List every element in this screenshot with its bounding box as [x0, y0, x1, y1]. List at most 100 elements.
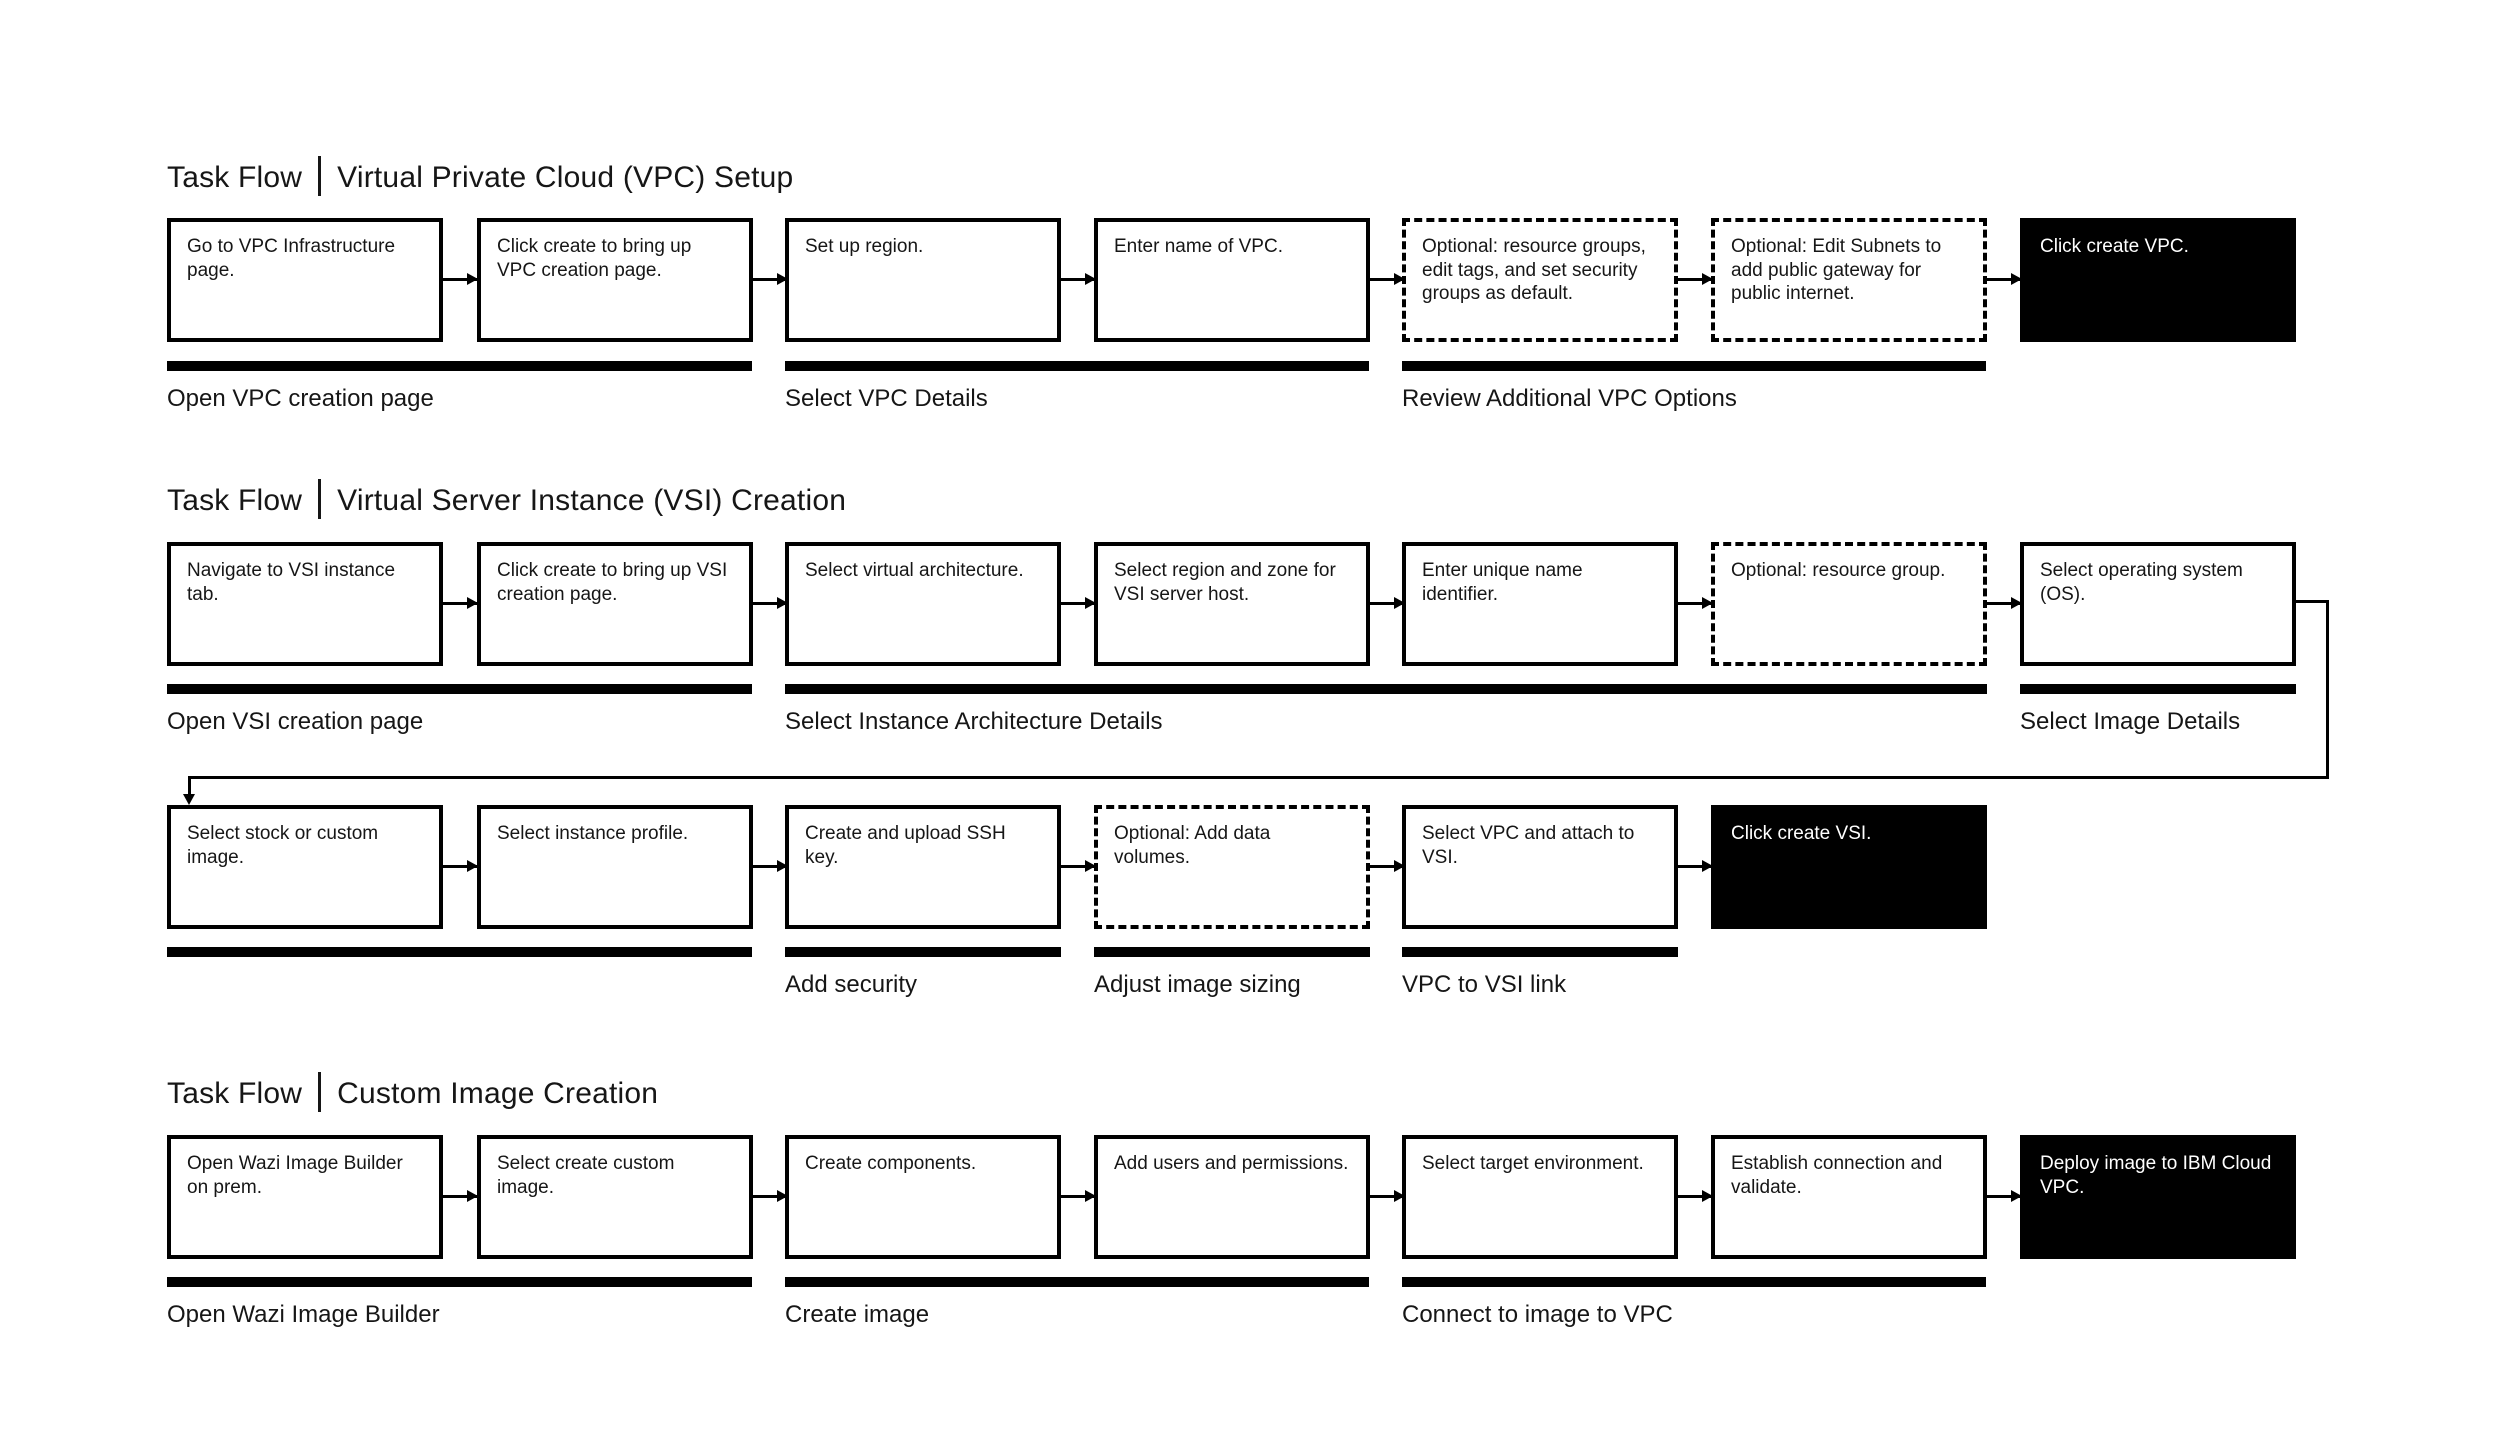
task-step-box-optional: Optional: resource groups, edit tags, an…: [1402, 218, 1678, 342]
connector-line: [188, 776, 191, 796]
connector-arrowhead: [183, 794, 195, 805]
task-step-text: Create components.: [805, 1153, 977, 1174]
group-underline: [167, 1277, 752, 1287]
flow-arrow: [1060, 1190, 1096, 1202]
group-underline: [167, 947, 752, 957]
flow-arrow: [1060, 597, 1096, 609]
flow-title-vsi-creation: Task Flow Virtual Server Instance (VSI) C…: [167, 479, 846, 519]
task-step-box: Select stock or custom image.: [167, 805, 443, 929]
group-label: Add security: [785, 971, 918, 998]
task-step-text: Click create VPC.: [2040, 236, 2189, 257]
flow-arrow: [1369, 860, 1405, 872]
task-step-text: Select VPC and attach to VSI.: [1422, 823, 1635, 868]
task-step-text: Select create custom image.: [497, 1153, 675, 1198]
task-step-box: Select operating system (OS).: [2020, 542, 2296, 666]
group-label: Open Wazi Image Builder: [167, 1301, 440, 1328]
flow-arrow: [1986, 597, 2022, 609]
flow-arrow: [442, 597, 478, 609]
flow-arrow: [1060, 860, 1096, 872]
flow-arrow: [752, 860, 788, 872]
task-step-text: Deploy image to IBM Cloud VPC.: [2040, 1153, 2272, 1198]
task-step-box: Go to VPC Infrastructure page.: [167, 218, 443, 342]
task-step-box: Establish connection and validate.: [1711, 1135, 1987, 1259]
flow-arrow: [1986, 1190, 2022, 1202]
task-step-box: Click create to bring up VPC creation pa…: [477, 218, 753, 342]
flow-arrow: [442, 273, 478, 285]
flow-arrow: [1986, 273, 2022, 285]
task-step-text: Optional: resource groups, edit tags, an…: [1422, 236, 1646, 305]
task-step-box: Create and upload SSH key.: [785, 805, 1061, 929]
task-step-box-optional: Optional: Add data volumes.: [1094, 805, 1370, 929]
task-step-text: Optional: Edit Subnets to add public gat…: [1731, 236, 1942, 305]
task-step-box: Enter unique name identifier.: [1402, 542, 1678, 666]
task-step-box: Select target environment.: [1402, 1135, 1678, 1259]
flow-arrow: [442, 860, 478, 872]
group-underline: [1094, 947, 1370, 957]
task-step-text: Enter unique name identifier.: [1422, 560, 1583, 605]
task-step-box: Navigate to VSI instance tab.: [167, 542, 443, 666]
task-step-box: Select region and zone for VSI server ho…: [1094, 542, 1370, 666]
task-step-box-final: Click create VPC.: [2020, 218, 2296, 342]
task-step-text: Enter name of VPC.: [1114, 236, 1283, 257]
task-step-text: Set up region.: [805, 236, 924, 257]
group-underline: [1402, 361, 1986, 371]
group-underline: [785, 361, 1369, 371]
connector-line: [188, 776, 2329, 779]
flow-title-prefix: Task Flow: [167, 484, 303, 517]
flow-title-name: Virtual Server Instance (VSI) Creation: [337, 484, 847, 517]
flow-arrow: [1677, 597, 1713, 609]
title-divider: [318, 1072, 322, 1112]
group-label: Select Image Details: [2020, 708, 2241, 735]
task-step-box: Enter name of VPC.: [1094, 218, 1370, 342]
flow-title-prefix: Task Flow: [167, 1077, 303, 1110]
group-underline: [785, 684, 1987, 694]
task-step-box: Create components.: [785, 1135, 1061, 1259]
task-step-text: Click create VSI.: [1731, 823, 1872, 844]
task-step-text: Navigate to VSI instance tab.: [187, 560, 396, 605]
flow-arrow: [1060, 273, 1096, 285]
task-step-box-optional: Optional: Edit Subnets to add public gat…: [1711, 218, 1987, 342]
group-underline: [1402, 1277, 1986, 1287]
task-step-box-final: Click create VSI.: [1711, 805, 1987, 929]
flow-arrow: [1677, 1190, 1713, 1202]
flow-title-prefix: Task Flow: [167, 161, 303, 194]
flow-title-name: Custom Image Creation: [337, 1077, 659, 1110]
task-step-text: Select target environment.: [1422, 1153, 1644, 1174]
flow-arrow: [752, 273, 788, 285]
group-underline: [167, 361, 752, 371]
group-label: Open VPC creation page: [167, 385, 434, 412]
flow-arrow: [1369, 1190, 1405, 1202]
task-step-box: Select create custom image.: [477, 1135, 753, 1259]
flow-title-custom-image: Task Flow Custom Image Creation: [167, 1072, 658, 1112]
flow-arrow: [1677, 860, 1713, 872]
title-divider: [318, 156, 322, 196]
task-step-text: Open Wazi Image Builder on prem.: [187, 1153, 403, 1198]
title-divider: [318, 479, 322, 519]
task-step-text: Optional: resource group.: [1731, 560, 1946, 581]
task-step-text: Select virtual architecture.: [805, 560, 1024, 581]
task-step-box: Add users and permissions.: [1094, 1135, 1370, 1259]
group-underline: [1402, 947, 1678, 957]
flow-title-name: Virtual Private Cloud (VPC) Setup: [337, 161, 794, 194]
flow-arrow: [442, 1190, 478, 1202]
group-label: Adjust image sizing: [1094, 971, 1301, 998]
group-label: VPC to VSI link: [1402, 971, 1567, 998]
group-label: Review Additional VPC Options: [1402, 385, 1737, 412]
group-label: Connect to image to VPC: [1402, 1301, 1673, 1328]
task-step-box: Select VPC and attach to VSI.: [1402, 805, 1678, 929]
group-label: Open VSI creation page: [167, 708, 424, 735]
task-step-text: Click create to bring up VSI creation pa…: [497, 560, 728, 605]
group-underline: [785, 947, 1061, 957]
task-step-box-final: Deploy image to IBM Cloud VPC.: [2020, 1135, 2296, 1259]
group-underline: [2020, 684, 2296, 694]
group-label: Create image: [785, 1301, 930, 1328]
task-step-text: Optional: Add data volumes.: [1114, 823, 1271, 868]
group-label: Select Instance Architecture Details: [785, 708, 1163, 735]
task-step-box: Set up region.: [785, 218, 1061, 342]
flow-arrow: [1677, 273, 1713, 285]
flow-arrow: [1369, 597, 1405, 609]
group-label: Select VPC Details: [785, 385, 988, 412]
task-step-box: Open Wazi Image Builder on prem.: [167, 1135, 443, 1259]
connector-line: [2326, 600, 2329, 779]
flow-arrow: [752, 597, 788, 609]
